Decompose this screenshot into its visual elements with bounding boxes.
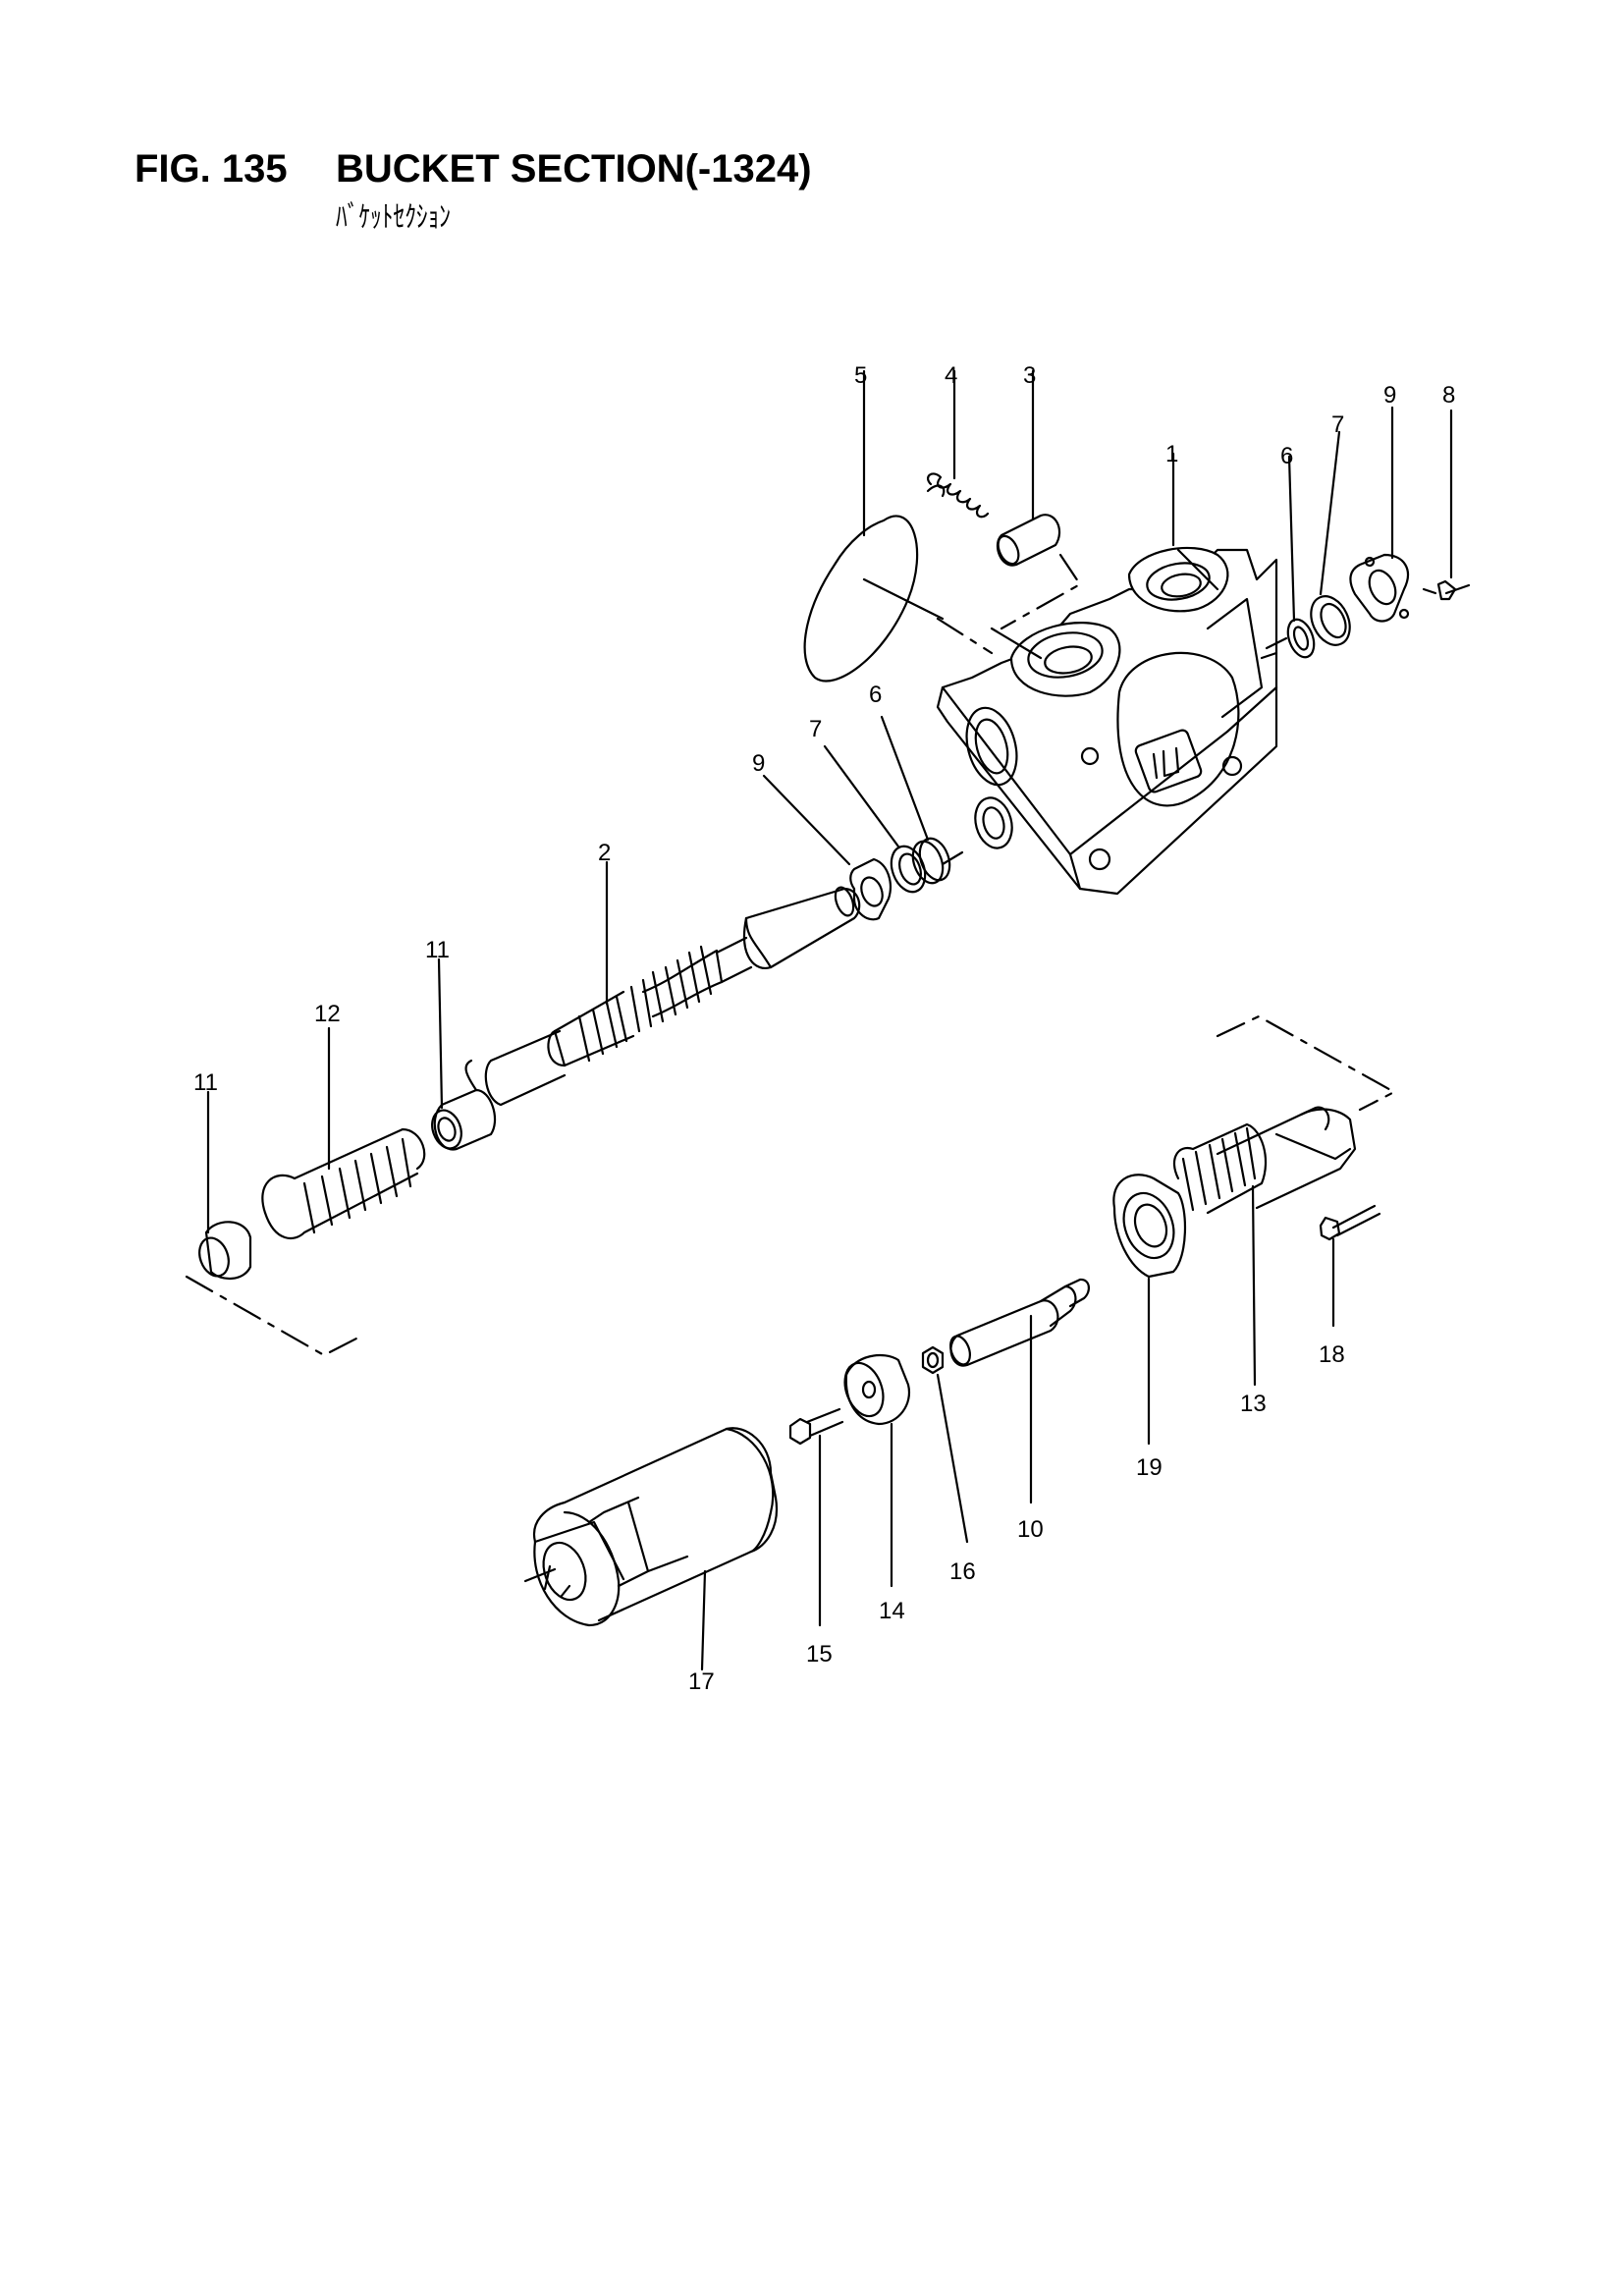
section-title-japanese: ﾊﾞｹｯﾄｾｸｼｮﾝ <box>336 200 451 235</box>
part-19-nut <box>1112 1174 1186 1446</box>
part-11-upper-retainer <box>431 957 496 1151</box>
callout-6-upper: 6 <box>1280 443 1293 469</box>
callout-11-lower: 11 <box>193 1069 218 1096</box>
callout-5: 5 <box>854 362 867 389</box>
part-17-cap <box>523 1427 779 1671</box>
callout-19: 19 <box>1136 1454 1163 1481</box>
figure-title: FIG. 135 BUCKET SECTION(-1324) <box>135 147 812 191</box>
callout-13: 13 <box>1240 1391 1267 1417</box>
part-2-spool <box>464 860 861 1107</box>
part-12-spring <box>261 1026 426 1240</box>
section-title: BUCKET SECTION(-1324) <box>336 147 812 191</box>
callout-labels: 5 4 3 6 7 9 8 9 7 6 2 11 12 11 13 18 19 … <box>193 362 1455 1695</box>
part-4-spring <box>926 369 990 519</box>
parts-6-7-9-lower <box>762 715 964 921</box>
part-13-cylinder <box>1172 1106 1357 1387</box>
callout-18: 18 <box>1319 1341 1345 1368</box>
callout-8: 8 <box>1442 382 1455 409</box>
callout-4: 4 <box>945 362 957 389</box>
callout-16: 16 <box>949 1558 976 1585</box>
figure-number: FIG. 135 <box>135 147 288 191</box>
callout-15: 15 <box>806 1641 833 1667</box>
part-16-nut <box>921 1345 969 1544</box>
part-5-cover <box>803 369 994 683</box>
callout-10: 10 <box>1017 1516 1044 1543</box>
assembly-link-line-right <box>1216 1014 1396 1112</box>
part-1-valve-body: 1 <box>936 441 1278 896</box>
assembly-link-line-left <box>185 1275 360 1357</box>
callout-1: 1 <box>1165 441 1178 467</box>
callout-12: 12 <box>314 1001 341 1027</box>
parts-6-7-9-8-upper <box>1260 406 1471 660</box>
callout-9-upper: 9 <box>1383 382 1396 409</box>
callout-3: 3 <box>1023 362 1036 389</box>
part-14-piston <box>843 1353 911 1588</box>
callout-6-lower: 6 <box>869 682 882 708</box>
part-10-shaft <box>949 1278 1090 1504</box>
callout-2: 2 <box>598 840 611 866</box>
callout-9-lower: 9 <box>752 750 765 777</box>
callout-17: 17 <box>688 1668 715 1695</box>
callout-7-upper: 7 <box>1331 411 1344 438</box>
callout-11-upper: 11 <box>425 937 450 963</box>
part-11-lower-retainer <box>198 1090 252 1280</box>
part-3-plug <box>996 369 1082 630</box>
callout-14: 14 <box>879 1598 905 1624</box>
part-15-screw <box>788 1407 844 1627</box>
part-18-bolt <box>1319 1204 1381 1328</box>
callout-7-lower: 7 <box>809 716 822 742</box>
